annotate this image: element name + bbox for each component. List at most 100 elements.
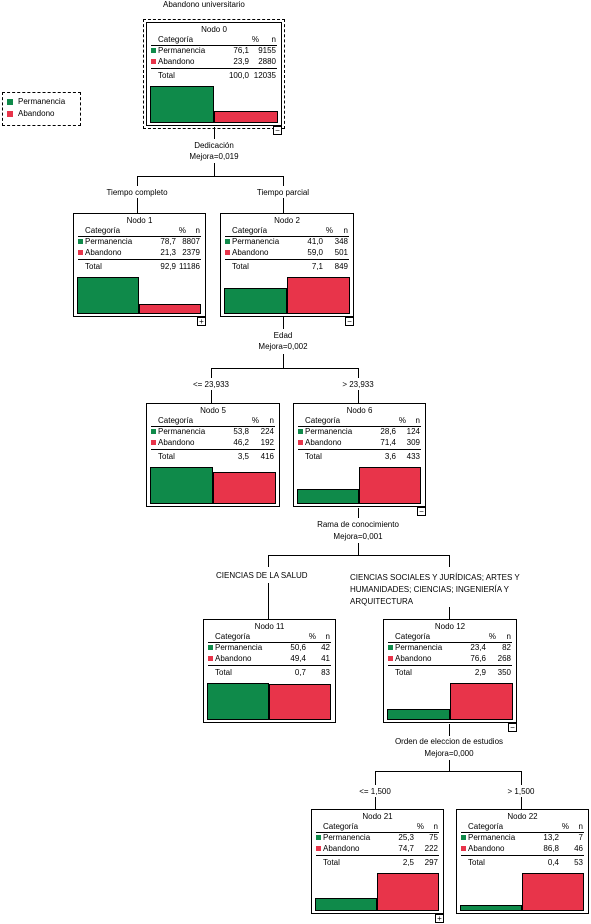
category-percent: 71,4	[380, 438, 396, 447]
connector	[449, 607, 450, 619]
expand-node-button[interactable]: +	[197, 317, 206, 326]
category-percent: 78,7	[160, 237, 176, 246]
total-percent: 100,0	[228, 71, 249, 80]
total-n: 11186	[178, 262, 200, 271]
category-name: Abandono	[85, 248, 122, 257]
permanencia-swatch	[7, 99, 13, 105]
total-n: 53	[574, 858, 583, 867]
bar-abandono	[377, 873, 439, 911]
bar-abandono	[287, 277, 350, 314]
total-label: Total	[468, 858, 485, 867]
header-category: Categoría	[85, 226, 121, 235]
category-name: Permanencia	[305, 427, 353, 436]
connector	[283, 354, 284, 368]
header-rule	[151, 45, 277, 46]
category-n: 42	[321, 643, 330, 652]
connector	[449, 724, 450, 736]
header-rule	[225, 236, 349, 237]
total-percent: 7,1	[311, 262, 323, 271]
total-percent: 92,9	[160, 262, 176, 271]
connector	[211, 368, 359, 369]
header-percent: %	[251, 35, 259, 44]
header-n: n	[578, 822, 583, 831]
header-category: Categoría	[232, 226, 268, 235]
header-rule	[298, 426, 421, 427]
node-title: Nodo 22	[507, 812, 538, 821]
split-variable-label: Orden de eleccion de estudios	[394, 737, 504, 746]
category-n: 224	[260, 427, 274, 436]
expand-node-button[interactable]: +	[435, 914, 444, 923]
category-name: Abandono	[232, 248, 269, 257]
category-percent: 53,8	[233, 427, 249, 436]
header-category: Categoría	[395, 632, 431, 641]
connector	[283, 198, 284, 213]
abandono-swatch	[78, 250, 83, 255]
collapse-node-button[interactable]: −	[273, 126, 282, 135]
permanencia-swatch	[151, 429, 156, 434]
node-title: Nodo 2	[274, 216, 300, 225]
total-rule	[461, 855, 584, 856]
legend-label: Permanencia	[18, 97, 66, 106]
category-name: Abandono	[395, 654, 432, 663]
total-percent: 2,5	[402, 858, 414, 867]
total-percent: 0,7	[294, 668, 306, 677]
bar-permanencia	[207, 683, 269, 720]
connector	[211, 368, 212, 378]
bar-abandono	[522, 873, 584, 911]
category-name: Abandono	[468, 844, 505, 853]
total-rule	[388, 665, 512, 666]
split-variable-label: Rama de conocimiento	[317, 520, 399, 529]
category-n: 8807	[182, 237, 200, 246]
node-table-header: Categoría%n	[388, 632, 512, 642]
permanencia-swatch	[151, 48, 156, 53]
total-percent: 2,9	[474, 668, 486, 677]
split-improvement-label: Mejora=0,001	[333, 532, 383, 541]
node-title: Nodo 11	[254, 622, 285, 631]
header-n: n	[269, 416, 274, 425]
category-n: 192	[260, 438, 274, 447]
header-percent: %	[416, 822, 424, 831]
category-name: Permanencia	[85, 237, 133, 246]
category-n: 2379	[182, 248, 200, 257]
connector	[268, 555, 450, 556]
category-percent: 21,3	[160, 248, 176, 257]
branch-label: CIENCIAS SOCIALES Y JURÍDICAS; ARTES Y H…	[350, 573, 520, 606]
connector	[521, 771, 522, 785]
connector	[268, 583, 269, 619]
category-row-permanencia: Permanencia 53,8 224	[151, 427, 275, 437]
connector	[521, 797, 522, 809]
collapse-node-button[interactable]: −	[345, 317, 354, 326]
connector	[358, 390, 359, 403]
node-title: Nodo 5	[200, 406, 226, 415]
total-n: 350	[497, 668, 511, 677]
connector	[449, 760, 450, 771]
bar-abandono	[139, 304, 201, 314]
category-name: Permanencia	[232, 237, 280, 246]
collapse-node-button[interactable]: −	[417, 507, 426, 516]
abandono-swatch	[208, 656, 213, 661]
collapse-node-button[interactable]: −	[508, 723, 517, 732]
permanencia-swatch	[316, 835, 321, 840]
category-row-permanencia: Permanencia 78,7 8807	[78, 237, 201, 247]
total-label: Total	[232, 262, 249, 271]
node-title: Nodo 1	[126, 216, 153, 225]
category-n: 41	[321, 654, 330, 663]
connector	[358, 508, 359, 518]
category-name: Permanencia	[158, 427, 206, 436]
connector	[137, 198, 138, 213]
total-n: 849	[334, 262, 348, 271]
